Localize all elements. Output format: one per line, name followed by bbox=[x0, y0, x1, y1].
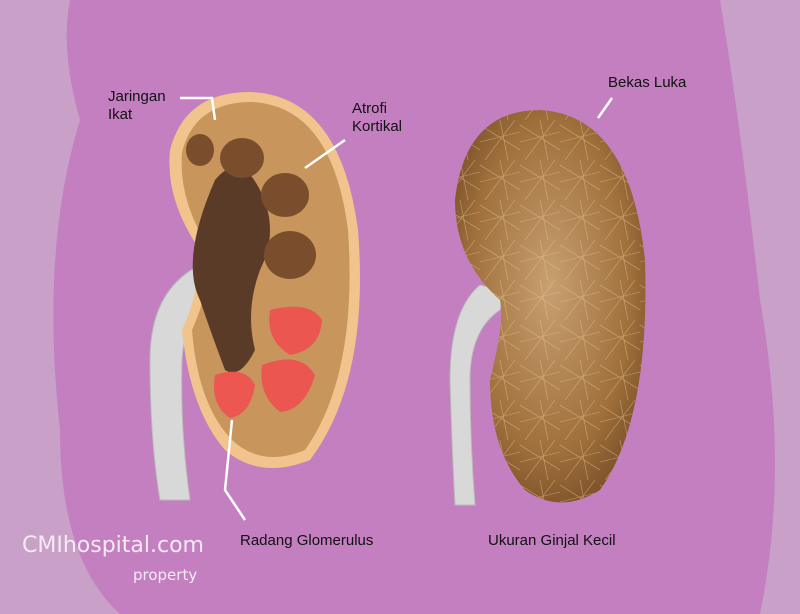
inflamed-glomeruli bbox=[214, 306, 322, 418]
scar-texture bbox=[455, 110, 646, 503]
label-line: Atrofi bbox=[352, 100, 388, 117]
watermark-site: CMIhospital.com bbox=[22, 533, 204, 558]
label-line: Jaringan bbox=[108, 88, 166, 105]
leader-lines bbox=[180, 96, 614, 521]
renal-pyramids bbox=[186, 134, 316, 279]
label-scar: Bekas Luka bbox=[608, 74, 687, 91]
label-glomerular-inflammation: Radang Glomerulus bbox=[240, 532, 374, 549]
watermark-sub: property bbox=[133, 566, 198, 584]
label-cortical-atrophy: Atrofi Kortikal bbox=[352, 100, 402, 136]
renal-pelvis bbox=[192, 167, 270, 373]
label-line: Kortikal bbox=[352, 118, 403, 135]
label-line: Ikat bbox=[108, 106, 133, 123]
label-small-kidney: Ukuran Ginjal Kecil bbox=[488, 532, 616, 549]
right-ureter bbox=[449, 284, 502, 506]
label-connective-tissue: Jaringan Ikat bbox=[108, 88, 166, 124]
